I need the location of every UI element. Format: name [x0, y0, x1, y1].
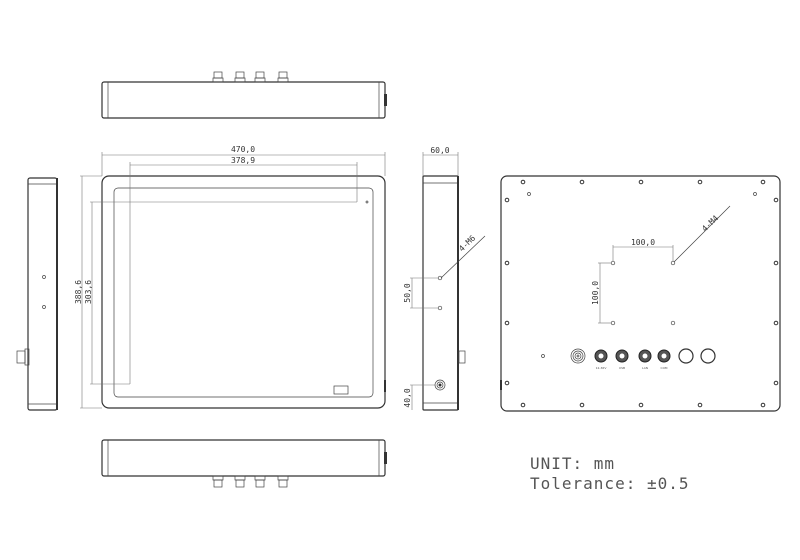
screw-icon: [520, 402, 526, 408]
screw-icon: [504, 380, 510, 386]
dim-side-hole-spacing: 50,0: [403, 283, 412, 302]
screw-icon: [579, 402, 585, 408]
connector-icon: [254, 475, 266, 488]
connector-icon: [234, 475, 246, 488]
top-view: [101, 71, 387, 119]
connector-icon: [277, 475, 289, 488]
connector-icon: [277, 71, 289, 83]
dim-height: 388,6: [74, 280, 83, 304]
rear-connector: USB: [615, 349, 629, 370]
front-view: 470,0 378,9 388,6 303,6: [74, 145, 386, 409]
tolerance-note: Tolerance: ±0.5: [530, 474, 690, 493]
rear-connector: 12-36V: [594, 349, 608, 370]
connector-icon: [212, 475, 224, 488]
dim-width: 470,0: [231, 145, 255, 154]
dim-vesa-horizontal: 100,0: [631, 238, 655, 247]
rear-connector-label: LAN: [642, 366, 648, 370]
screw-icon: [504, 197, 510, 203]
bottom-view: [101, 439, 387, 488]
rear-view: 100,0 100,0 4-M4 12-36V USB LAN COM: [500, 175, 781, 412]
rear-connector-label: COM: [660, 366, 667, 370]
rear-connector-label: 12-36V: [596, 366, 608, 370]
screw-icon: [579, 179, 585, 185]
left-side-view: [16, 177, 58, 411]
dim-vesa-vertical: 100,0: [591, 281, 600, 305]
screw-icon: [638, 402, 644, 408]
screw-icon: [773, 380, 779, 386]
screw-icon: [697, 179, 703, 185]
dim-side-connector-offset: 40,0: [403, 388, 412, 407]
screw-icon: [520, 179, 526, 185]
connector-icon: [254, 71, 266, 83]
dim-depth: 60,0: [430, 146, 449, 155]
screw-icon: [504, 260, 510, 266]
screw-icon: [773, 260, 779, 266]
rear-connector: LAN: [638, 349, 652, 370]
connector-icon: [234, 71, 246, 83]
screw-icon: [760, 402, 766, 408]
rear-connector: COM: [657, 349, 671, 370]
unit-note: UNIT: mm: [530, 454, 616, 473]
callout-side-screws: 4-M6: [457, 233, 477, 253]
screw-icon: [504, 320, 510, 326]
speaker-grille-icon: [570, 348, 586, 364]
dim-display-width: 378,9: [231, 156, 255, 165]
screw-icon: [638, 179, 644, 185]
screw-icon: [773, 197, 779, 203]
screw-icon: [773, 320, 779, 326]
dim-display-height: 303,6: [84, 280, 93, 304]
callout-vesa-screws: 4-M4: [700, 213, 720, 233]
rear-connector-label: USB: [619, 366, 625, 370]
screw-icon: [697, 402, 703, 408]
connector-icon: [212, 71, 224, 83]
right-side-view: 60,0 50,0 40,0 4-M6: [403, 146, 486, 411]
screw-icon: [760, 179, 766, 185]
